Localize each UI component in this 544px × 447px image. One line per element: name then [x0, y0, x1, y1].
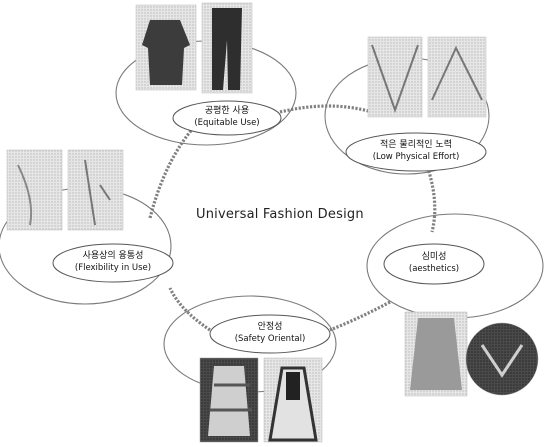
label-ellipse-aesthetics: [383, 243, 485, 285]
chain-equitable-to-effort: [279, 104, 373, 114]
label-effort-english: (Low Physical Effort): [372, 152, 460, 162]
pocket-detail-2: [84, 159, 111, 226]
chain-safety-to-flexibility: [168, 287, 211, 332]
jacket-detail-2: [431, 45, 483, 101]
label-ellipses: [52, 100, 487, 354]
photo-group-flexibility: [6, 149, 124, 231]
label-low-physical-effort: 적은 물리적인 노력 (Low Physical Effort): [351, 139, 481, 163]
label-equitable-english: (Equitable Use): [194, 118, 260, 128]
chain-aesthetics-to-safety: [329, 300, 391, 332]
label-ellipse-equitable: [172, 100, 282, 136]
label-equitable-use: 공평한 사용 (Equitable Use): [177, 105, 277, 129]
chain-flexibility-to-equitable: [148, 124, 197, 219]
dress-figure: [142, 20, 190, 85]
label-flexibility-korean: 사용상의 융통성: [82, 251, 144, 261]
label-safety-oriental: 안정성 (Safety Oriental): [215, 321, 325, 345]
photo-group-aesthetics: [404, 311, 539, 397]
photo-flex-1: [6, 149, 63, 231]
label-ellipse-safety: [209, 314, 331, 354]
label-ellipse-low-effort: [345, 132, 487, 172]
photo-effort-1: [367, 36, 423, 118]
label-ellipse-flexibility: [52, 243, 174, 283]
label-safety-english: (Safety Oriental): [234, 334, 306, 344]
label-effort-korean: 적은 물리적인 노력: [380, 140, 452, 150]
jacket-detail-1: [371, 44, 419, 113]
label-aesthetics-korean: 심미성: [421, 252, 447, 262]
safety-vest-straps: [210, 383, 252, 412]
label-safety-korean: 안정성: [257, 322, 283, 332]
pocket-detail-1: [17, 164, 33, 226]
label-flexibility-english: (Flexibility in Use): [74, 263, 152, 273]
label-aesthetics-english: (aesthetics): [408, 264, 460, 274]
photo-flex-2: [67, 149, 124, 231]
pants-figure: [212, 8, 242, 90]
safety-vest-figure: [208, 366, 250, 436]
photo-group-low-effort: [367, 36, 487, 118]
label-equitable-korean: 공평한 사용: [204, 106, 250, 116]
photo-group-safety: [199, 357, 323, 443]
label-flexibility-in-use: 사용상의 융통성 (Flexibility in Use): [58, 250, 168, 274]
vest-figure: [410, 318, 462, 390]
photo-aesthetics-2: [465, 322, 539, 396]
label-aesthetics: 심미성 (aesthetics): [389, 251, 479, 275]
apron-figure: [268, 366, 318, 442]
center-title: Universal Fashion Design: [196, 207, 364, 222]
connection-chain: [148, 104, 437, 332]
photo-group-equitable: [135, 2, 253, 94]
collar-detail: [480, 344, 524, 378]
chain-effort-to-aesthetics: [423, 159, 437, 233]
apron-bag: [286, 372, 300, 400]
